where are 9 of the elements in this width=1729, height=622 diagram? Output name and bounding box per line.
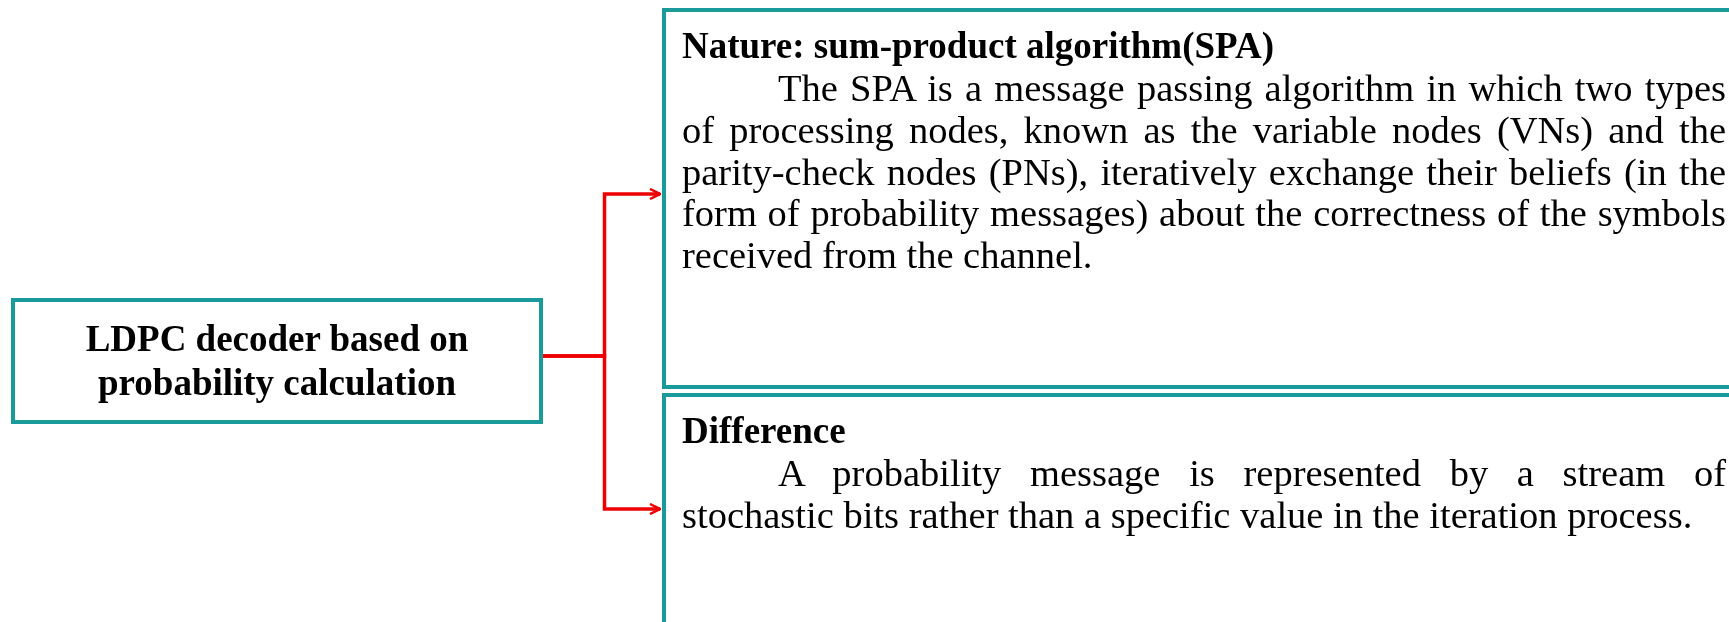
text-box [11,298,543,424]
box-heading: Difference [682,409,847,453]
text-box [662,393,1729,622]
arrow [543,354,662,516]
box-paragraph: The SPA is a message passing algorithm in which two types of processing nodes, known as the variable nodes (VNs) and the parity-check nodes (PNs), iteratively exchange their beliefs (in the form of probability messages) about the correctness of the symbols received from the channel. [682,68,1726,277]
text-box [662,8,1729,389]
box-label: LDPC decoder based on probability calculation [84,316,470,405]
box-heading: Nature: sum-product algorithm(SPA) [682,24,1275,68]
box-paragraph: A probability message is represented by a stream of stochastic bits rather than a specific value in the iteration process. [682,453,1726,537]
